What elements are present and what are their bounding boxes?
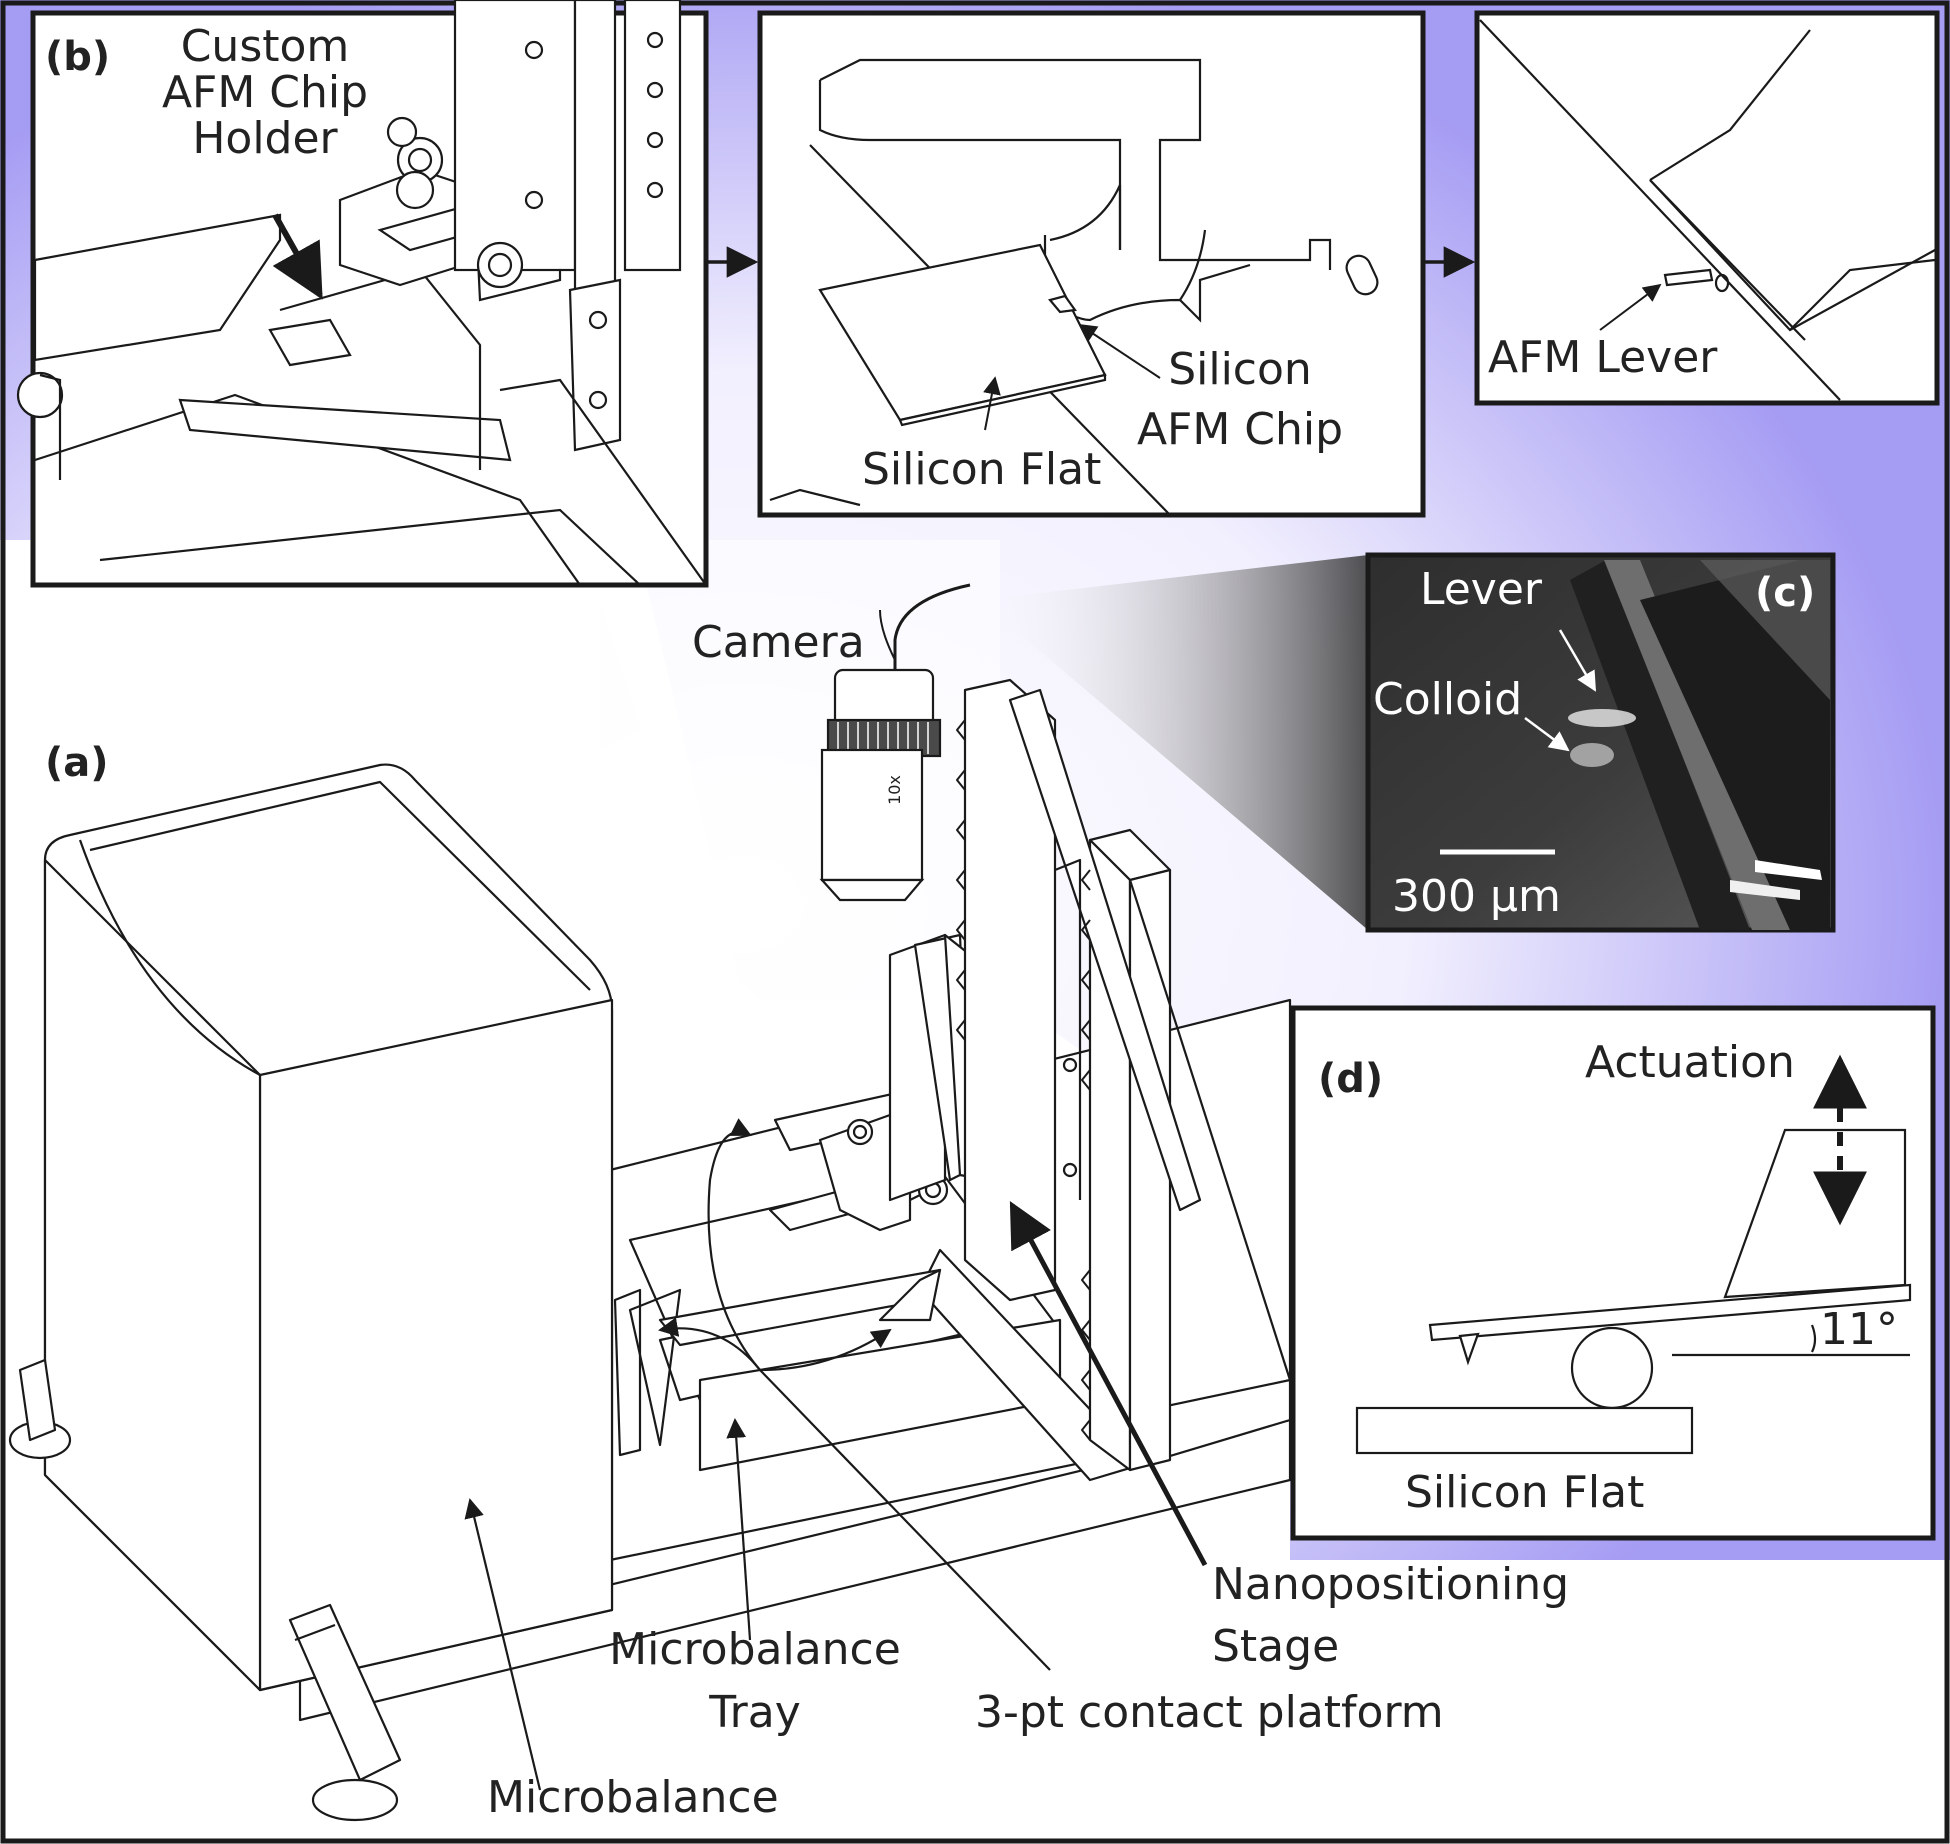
silicon-flat-d-label: Silicon Flat	[1405, 1467, 1645, 1518]
nanopositioning-arrow	[1009, 1201, 1208, 1567]
camera-label: Camera	[692, 617, 865, 668]
camera: 10x	[819, 583, 971, 902]
silicon-chip-label-1: Silicon	[1168, 344, 1312, 395]
panel-b-leaders	[983, 283, 1662, 431]
microbalance-label: Microbalance	[487, 1772, 779, 1823]
custom-holder-label-1: Custom	[180, 21, 350, 72]
panel-label-a: (a)	[45, 740, 109, 786]
actuation-label: Actuation	[1585, 1037, 1795, 1088]
panel-b-lever-view	[1474, 10, 1940, 406]
main-apparatus	[8, 678, 1292, 1822]
colloid-label: Colloid	[1373, 674, 1523, 725]
main-leader-lines	[464, 1118, 1051, 1791]
silicon-chip-label-2: AFM Chip	[1136, 404, 1344, 455]
nanopositioning-label-1: Nanopositioning	[1212, 1559, 1570, 1610]
panel-label-d: (d)	[1318, 1056, 1384, 1102]
afm-lever-label: AFM Lever	[1488, 332, 1718, 383]
custom-holder-label-3: Holder	[192, 113, 338, 164]
panel-label-c: (c)	[1755, 570, 1816, 616]
angle-label: 11°	[1820, 1304, 1898, 1355]
tray-label-1: Microbalance	[609, 1624, 901, 1675]
scale-bar-label: 300 µm	[1392, 871, 1561, 922]
panel-d-schematic	[1290, 1005, 1936, 1541]
panel-c-micrograph	[980, 552, 1836, 933]
nanopositioning-label-2: Stage	[1212, 1621, 1340, 1672]
lever-label: Lever	[1420, 564, 1543, 615]
objective-mark: 10x	[885, 775, 904, 805]
panel-label-b: (b)	[45, 34, 111, 80]
platform-label: 3-pt contact platform	[975, 1687, 1444, 1738]
custom-holder-label-2: AFM Chip	[161, 67, 369, 118]
tray-label-2: Tray	[709, 1687, 801, 1738]
panel-b-holder-view	[16, 0, 709, 588]
silicon-flat-b-label: Silicon Flat	[862, 444, 1102, 495]
panel-b-chip-view	[757, 10, 1426, 518]
